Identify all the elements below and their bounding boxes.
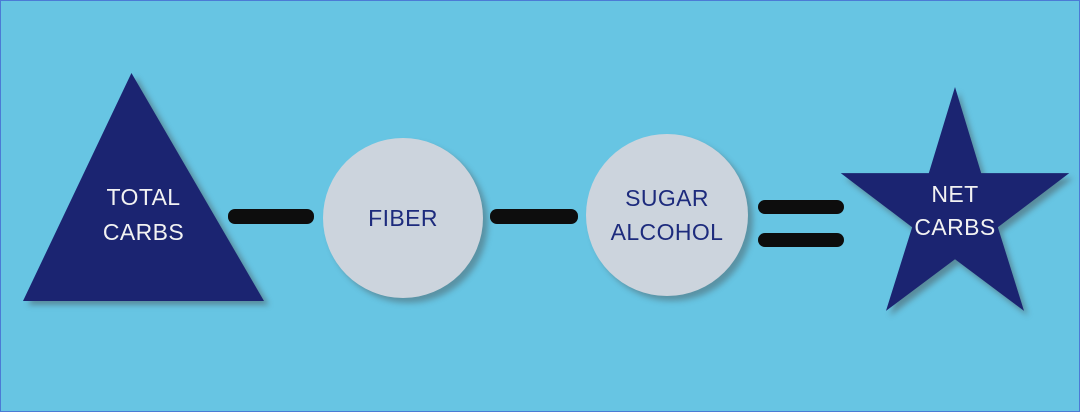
minus-icon [490,209,578,224]
sugar-alcohol-label: SUGAR ALCOHOL [611,181,724,250]
total-carbs-shape: TOTAL CARBS [23,73,264,301]
total-carbs-label-line2: CARBS [102,218,185,245]
equals-bottom-bar [758,233,844,247]
equals-icon [758,200,844,247]
fiber-label-text: FIBER [368,204,438,231]
total-carbs-label: TOTAL CARBS [103,180,184,249]
triangle-icon: TOTAL CARBS [23,73,264,301]
net-carbs-label: NET CARBS [914,178,995,245]
fiber-label: FIBER [368,201,438,236]
net-carbs-label-line2: CARBS [914,214,996,240]
equals-top-bar [758,200,844,214]
total-carbs-label-line1: TOTAL [106,184,181,210]
minus-icon [228,209,314,224]
fiber-shape: FIBER [323,138,483,298]
sugar-alcohol-shape: SUGAR ALCOHOL [586,134,748,296]
net-carbs-shape: NET CARBS [836,87,1074,333]
net-carbs-label-line1: NET [931,180,979,207]
sugar-alcohol-label-line2: ALCOHOL [610,219,724,245]
sugar-alcohol-label-line1: SUGAR [625,184,709,211]
star-icon: NET CARBS [840,87,1070,311]
